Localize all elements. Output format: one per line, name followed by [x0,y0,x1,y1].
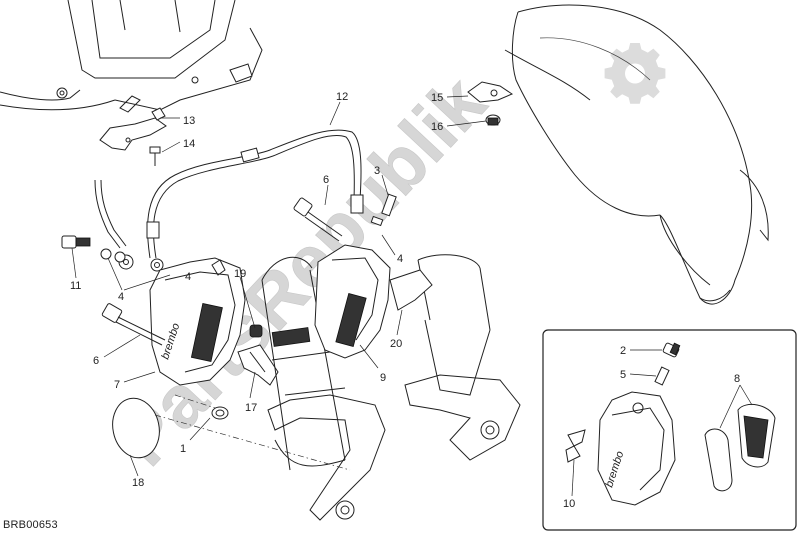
callout-18: 18 [132,477,144,489]
leader-lines [71,95,753,497]
callout-12: 12 [336,91,348,103]
inset-pad-spring [565,429,586,463]
caliper-bolt-left [101,303,166,346]
brake-hose [146,129,364,272]
diagram-code: BRB00653 [3,519,58,531]
caliper-plug [211,406,229,420]
gear-icon [604,43,666,104]
wheel-cover [112,397,160,459]
callout-6-b: 6 [323,174,329,186]
callout-1: 1 [180,443,186,455]
callout-2: 2 [620,345,626,357]
callout-4-a: 4 [118,291,124,303]
callout-14: 14 [183,138,195,150]
callout-6-a: 6 [93,355,99,367]
callout-13: 13 [183,115,195,127]
inset-bleeder-screw [654,366,670,386]
callout-10: 10 [563,498,575,510]
callout-8: 8 [734,373,740,385]
callout-17: 17 [245,402,257,414]
frame-bracket [0,0,263,113]
callout-labels: 1 2 3 4 4 4 5 6 6 7 8 9 10 11 12 13 14 1… [70,91,740,510]
hose-bracket [99,107,167,151]
callout-3: 3 [374,165,380,177]
callout-20: 20 [390,338,402,350]
inset-panel: brembo [542,329,797,531]
rubber-grommet [485,114,501,126]
bracket-screw [149,146,161,166]
callout-19: 19 [234,268,246,280]
right-caliper [314,244,433,359]
sensor-bracket [467,81,514,103]
upper-brake-hose [94,179,134,270]
left-fork-leg [261,269,386,521]
inset-bleeder-cap [662,342,681,358]
callout-4-b: 4 [397,253,403,265]
caliper-bolt-right [293,197,343,242]
callout-7: 7 [114,379,120,391]
bleeder-valve [370,193,397,227]
brake-pads [704,403,776,492]
callout-15: 15 [431,92,443,104]
callout-9: 9 [380,372,386,384]
right-fork-leg [261,254,521,461]
wear-sensor [249,324,263,338]
callout-11: 11 [70,280,81,292]
left-caliper: brembo [149,257,246,386]
inset-caliper: brembo [597,391,676,506]
callout-4-c: 4 [185,271,191,283]
pad-spring [237,344,279,386]
callout-16: 16 [431,121,443,133]
front-fender [504,4,769,305]
callout-5: 5 [620,369,626,381]
